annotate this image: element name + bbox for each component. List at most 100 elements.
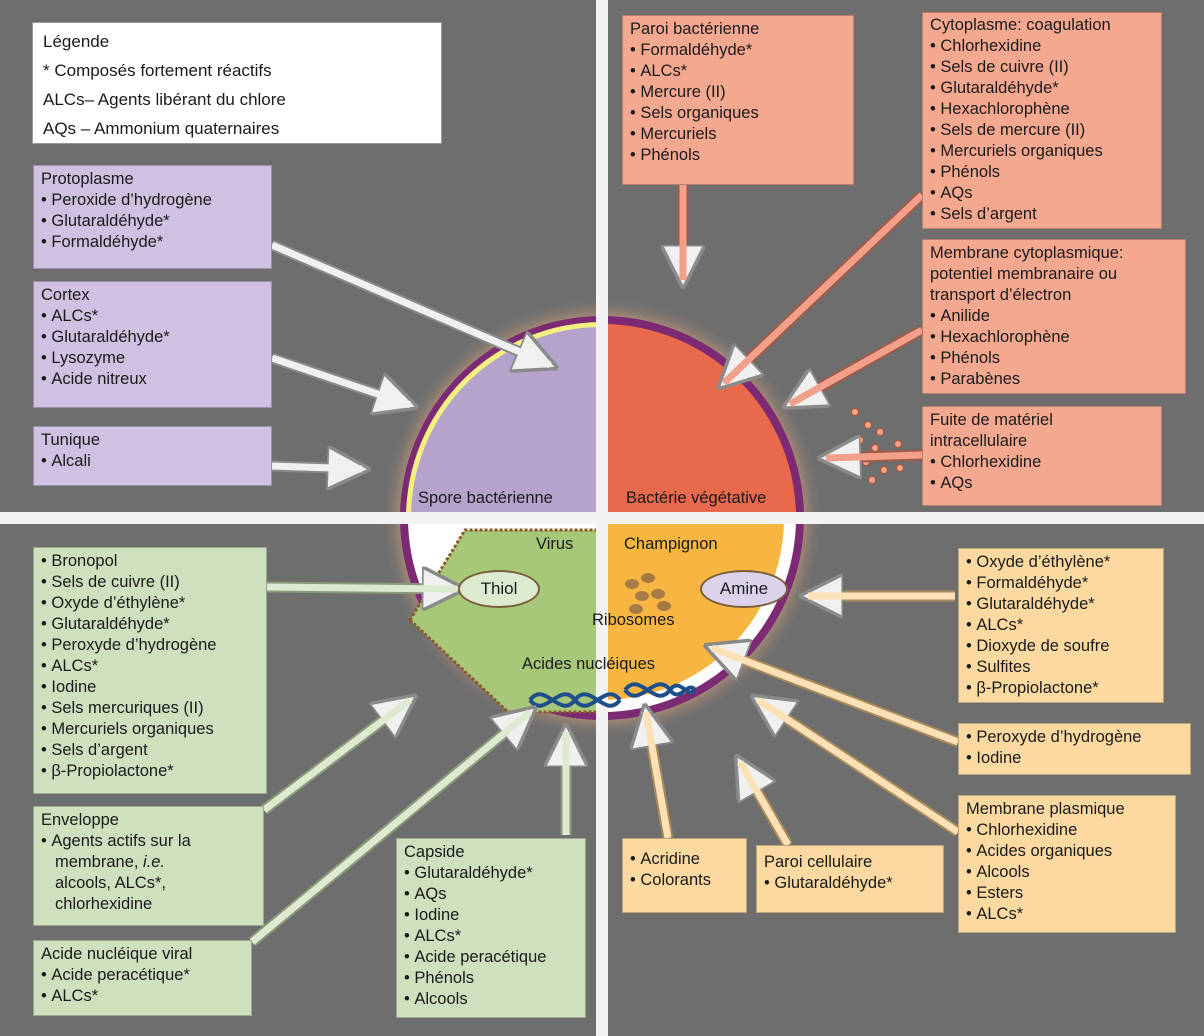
arrow-thiol [266, 587, 457, 589]
enveloppe-text: chlorhexidine [55, 895, 153, 913]
fuite-box: Fuite de matériel intracellulaire Chlorh… [922, 406, 1162, 506]
enveloppe-box: Enveloppe • Agents actifs sur la membran… [33, 806, 264, 926]
arrow-membrane-cyto [790, 325, 925, 404]
list-item: Alcools [966, 862, 1168, 883]
box-title: Cortex [41, 286, 90, 304]
list-item: ALCs* [966, 615, 1156, 636]
list-item: ALCs* [41, 656, 259, 677]
arrow-tunique [271, 466, 362, 469]
fungus-label: Champignon [624, 535, 718, 553]
list-item: Peroxide d’hydrogène [41, 190, 264, 211]
list-item: Oxyde d’éthylène* [966, 552, 1156, 573]
list-item: Alcali [41, 451, 264, 472]
list-item: Colorants [630, 870, 739, 891]
list-item: Chlorhexidine [966, 820, 1168, 841]
list-item: Hexachlorophène [930, 99, 1154, 120]
acridine-box: Acridine Colorants [622, 838, 747, 913]
box-title: Paroi cellulaire [764, 853, 873, 871]
box-title: potentiel membranaire ou [930, 265, 1118, 283]
list-item: Glutaraldéhyde* [764, 873, 936, 894]
arrow-acridine [646, 712, 668, 839]
arrow-peroxyde-iodine [712, 648, 960, 748]
nucleic-acids-label: Acides nucléiques [522, 655, 655, 673]
list-item: Phénols [930, 162, 1154, 183]
list-item: Glutaraldéhyde* [930, 78, 1154, 99]
thiol-label: Thiol [458, 570, 540, 608]
vegetative-cell [602, 316, 804, 518]
list-item: Sels d’argent [41, 740, 259, 761]
box-title: transport d’électron [930, 286, 1072, 304]
tunique-box: Tunique Alcali [33, 426, 272, 486]
list-item: Glutaraldéhyde* [966, 594, 1156, 615]
enveloppe-text: alcools, ALCs*, [55, 874, 166, 892]
list-item: Mercuriels organiques [41, 719, 259, 740]
legend-line: * Composés fortement réactifs [43, 61, 272, 80]
membrane-plasmique-box: Membrane plasmique Chlorhexidine Acides … [958, 795, 1176, 933]
arrows [248, 185, 962, 947]
list-item: Mercuriels [630, 124, 846, 145]
peroxyde-iodine-box: Peroxyde d’hydrogène Iodine [958, 723, 1191, 775]
arrow-enveloppe [260, 700, 410, 815]
list-item: Sels organiques [630, 103, 846, 124]
list-item: Acridine [630, 849, 739, 870]
arrow-cytoplasme [724, 191, 926, 383]
list-item: Hexachlorophène [930, 327, 1178, 348]
protoplasme-box: Protoplasme Peroxide d’hydrogène Glutara… [33, 165, 272, 269]
spore-label: Spore bactérienne [418, 489, 553, 507]
list-item: Mercuriels organiques [930, 141, 1154, 162]
list-item: Esters [966, 883, 1168, 904]
list-item: Sels mercuriques (II) [41, 698, 259, 719]
list-item: Sels de cuivre (II) [41, 572, 259, 593]
list-item: Oxyde d’éthylène* [41, 593, 259, 614]
list-item: ALCs* [630, 61, 846, 82]
acide-nucleique-viral-box: Acide nucléique viral Acide peracétique*… [33, 940, 252, 1016]
list-item: AQs [930, 183, 1154, 204]
capside-box: Capside Glutaraldéhyde* AQs Iodine ALCs*… [396, 838, 586, 1018]
fungus-cell [602, 518, 804, 720]
list-item: β-Propiolactone* [966, 678, 1156, 699]
list-item: Mercure (II) [630, 82, 846, 103]
arrow-acide-viral [248, 712, 530, 947]
box-title: Enveloppe [41, 811, 119, 829]
list-item: Glutaraldéhyde* [41, 614, 259, 635]
list-item: Bronopol [41, 551, 259, 572]
list-item: Iodine [41, 677, 259, 698]
list-item: Acides organiques [966, 841, 1168, 862]
nucleic-acid-graphic [528, 682, 697, 708]
list-item: Phénols [404, 968, 578, 989]
cortex-box: Cortex ALCs* Glutaraldéhyde* Lysozyme Ac… [33, 281, 272, 408]
list-item: ALCs* [966, 904, 1168, 925]
list-item: Glutaraldéhyde* [41, 327, 264, 348]
box-title: Membrane plasmique [966, 800, 1125, 818]
list-item: AQs [930, 473, 1154, 494]
box-title: intracellulaire [930, 432, 1028, 450]
list-item: ALCs* [404, 926, 578, 947]
box-title: Fuite de matériel [930, 411, 1053, 429]
arrow-cortex [270, 352, 410, 405]
vegetative-label: Bactérie végétative [626, 489, 767, 507]
arrow-fuite [826, 455, 923, 458]
paroi-cellulaire-box: Paroi cellulaire Glutaraldéhyde* [756, 845, 944, 913]
paroi-bacterienne-box: Paroi bactérienne Formaldéhyde* ALCs* Me… [622, 15, 854, 185]
list-item: Iodine [966, 748, 1183, 769]
list-item: ALCs* [41, 306, 264, 327]
list-item: Glutaraldéhyde* [404, 863, 578, 884]
list-item: Acide nitreux [41, 369, 264, 390]
box-title: Protoplasme [41, 170, 134, 188]
list-item: Parabènes [930, 369, 1178, 390]
list-item: Formaldéhyde* [630, 40, 846, 61]
thiol-agents-box: Bronopol Sels de cuivre (II) Oxyde d’éth… [33, 547, 267, 794]
box-title: Acide nucléique viral [41, 945, 193, 963]
list-item: Anilide [930, 306, 1178, 327]
list-item: Sels d’argent [930, 204, 1154, 225]
amine-label: Amine [700, 570, 788, 608]
list-item: Peroxyde d’hydrogène [41, 635, 259, 656]
list-item: Formaldéhyde* [966, 573, 1156, 594]
list-item: AQs [404, 884, 578, 905]
list-item: Chlorhexidine [930, 36, 1154, 57]
box-title: Membrane cytoplasmique: [930, 244, 1124, 262]
cytoplasme-box: Cytoplasme: coagulation Chlorhexidine Se… [922, 12, 1162, 229]
amine-agents-box: Oxyde d’éthylène* Formaldéhyde* Glutaral… [958, 548, 1164, 703]
list-item: Chlorhexidine [930, 452, 1154, 473]
